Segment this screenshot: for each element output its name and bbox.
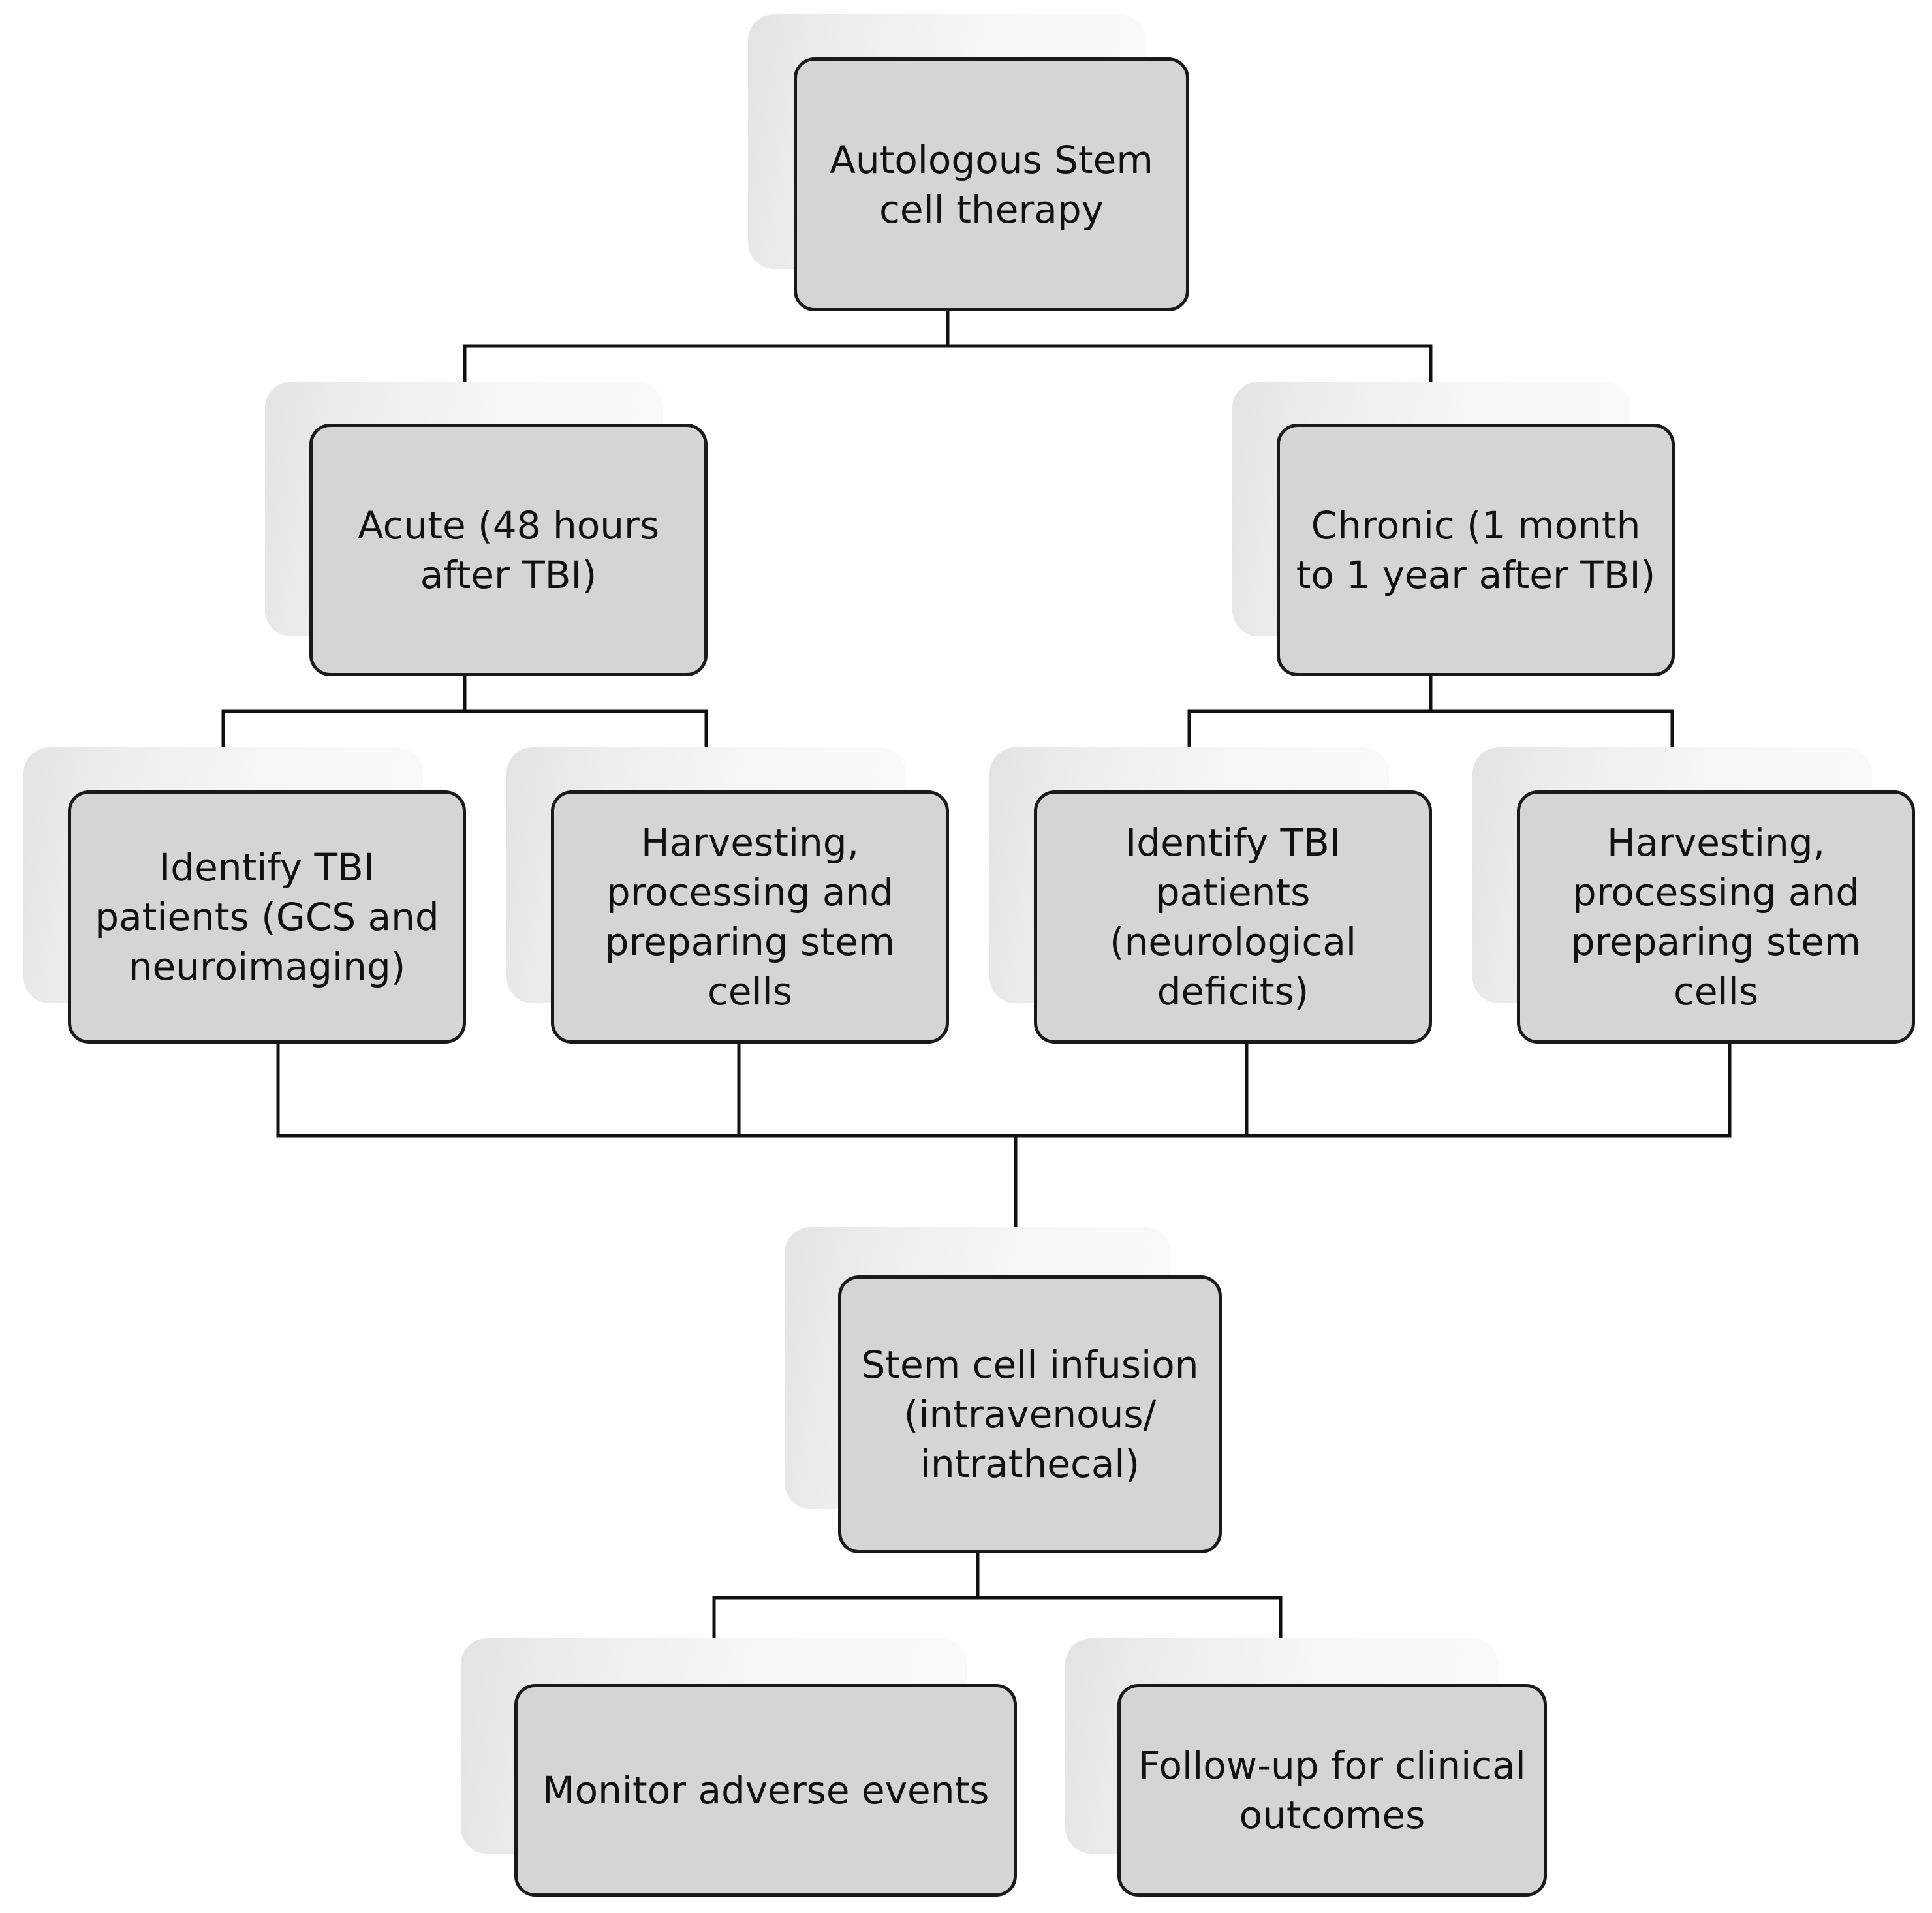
- node-label: Harvesting, processing and preparing ste…: [1570, 820, 1862, 1014]
- node-label: Acute (48 hours after TBI): [357, 503, 660, 597]
- connector-outcome-split: [712, 1550, 1283, 1640]
- node-label: Monitor adverse events: [542, 1768, 989, 1812]
- node-monitor-adverse-events: Monitor adverse events: [461, 1638, 1017, 1897]
- node-label: Chronic (1 month to 1 year after TBI): [1296, 503, 1656, 597]
- node-chronic-identify-patients: Identify TBI patients (neurological defi…: [989, 747, 1432, 1044]
- connector-chronic-split: [1187, 673, 1674, 749]
- node-autologous-stem-cell-therapy: Autologous Stem cell therapy: [748, 14, 1189, 311]
- node-acute-harvesting: Harvesting, processing and preparing ste…: [506, 747, 949, 1044]
- node-label: Identify TBI patients (neurological defi…: [1110, 820, 1356, 1014]
- node-label: Follow-up for clinical outcomes: [1138, 1743, 1526, 1837]
- node-label: Autologous Stem cell therapy: [830, 137, 1153, 232]
- connector-merge: [276, 1040, 1732, 1229]
- node-chronic: Chronic (1 month to 1 year after TBI): [1232, 382, 1675, 676]
- node-chronic-harvesting: Harvesting, processing and preparing ste…: [1472, 747, 1915, 1044]
- node-label: Stem cell infusion (intravenous/ intrath…: [861, 1343, 1199, 1486]
- connector-root-split: [463, 308, 1433, 384]
- node-label: Identify TBI patients (GCS and neuroimag…: [95, 845, 439, 989]
- node-label: Harvesting, processing and preparing ste…: [604, 820, 896, 1014]
- node-stem-cell-infusion: Stem cell infusion (intravenous/ intrath…: [785, 1227, 1222, 1553]
- node-acute-identify-patients: Identify TBI patients (GCS and neuroimag…: [23, 747, 466, 1044]
- node-follow-up-clinical-outcomes: Follow-up for clinical outcomes: [1065, 1638, 1547, 1897]
- connector-acute-split: [221, 673, 708, 749]
- node-acute: Acute (48 hours after TBI): [265, 382, 708, 676]
